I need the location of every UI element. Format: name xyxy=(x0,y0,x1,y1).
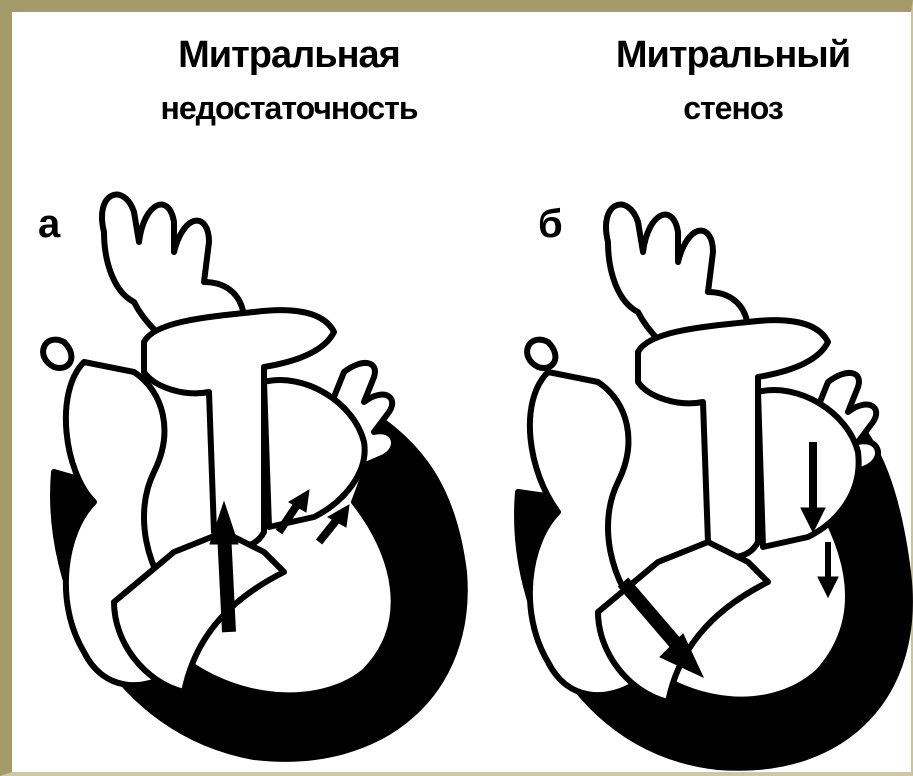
left-auricle xyxy=(527,340,555,368)
panel-title-line1: Митральная xyxy=(64,34,514,77)
panel-mitral-insufficiency: Митральная недостаточность а xyxy=(24,12,474,772)
panel-title-line1: Митральный xyxy=(508,34,913,77)
heart-diagram-insufficiency xyxy=(24,172,474,772)
panel-mitral-stenosis: Митральный стеноз б xyxy=(468,12,913,772)
right-ventricle xyxy=(598,542,768,702)
panel-title-line2: стеноз xyxy=(508,90,913,127)
left-auricle xyxy=(43,340,71,368)
heart-diagram-stenosis xyxy=(468,172,913,772)
panel-title-line2: недостаточность xyxy=(64,90,514,127)
